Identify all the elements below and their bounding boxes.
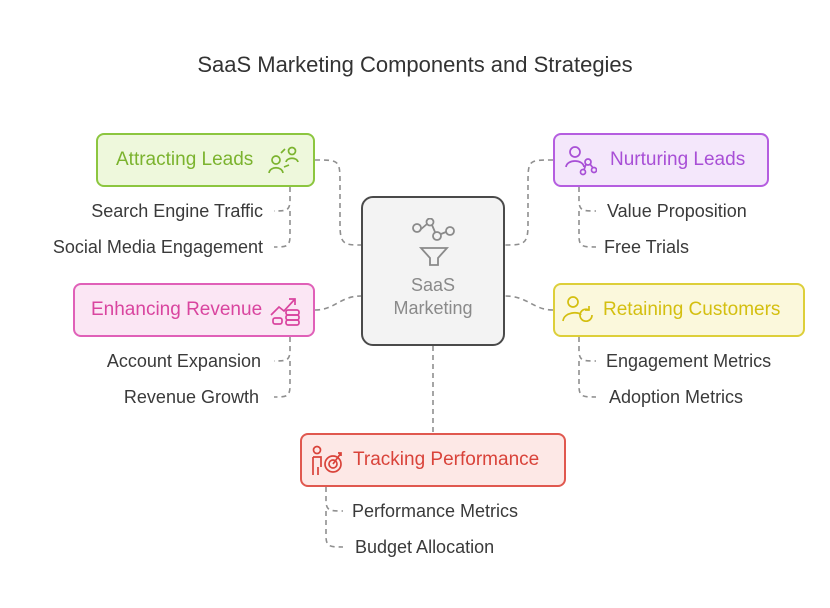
user-refresh-icon (562, 296, 593, 323)
retaining-customers-label: Retaining Customers (603, 299, 781, 320)
list-item: Revenue Growth (123, 387, 259, 407)
attracting-leads-box: Attracting Leads (96, 133, 315, 187)
growth-coins-icon (270, 298, 300, 326)
list-item: Search Engine Traffic (91, 201, 263, 221)
list-item: Free Trials (604, 237, 690, 257)
hub-label-line1: SaaS (410, 275, 456, 295)
retaining-customers-box: Retaining Customers (553, 283, 805, 337)
user-network-icon (565, 146, 597, 176)
saas-marketing-hub: SaaS Marketing (361, 196, 505, 346)
tracking-performance-box: Tracking Performance (300, 433, 566, 487)
people-connect-icon (268, 146, 299, 174)
attracting-leads-label: Attracting Leads (116, 149, 254, 170)
list-item: Engagement Metrics (606, 351, 772, 371)
diagram-title: SaaS Marketing Components and Strategies (197, 52, 633, 77)
enhancing-revenue-box: Enhancing Revenue (73, 283, 315, 337)
nurturing-leads-label: Nurturing Leads (610, 149, 746, 170)
target-person-icon (312, 445, 342, 475)
funnel-network-icon (412, 218, 455, 266)
list-item: Performance Metrics (352, 501, 519, 521)
hub-label-line2: Marketing (393, 298, 473, 318)
list-item: Account Expansion (106, 351, 261, 371)
list-item: Value Proposition (607, 201, 747, 221)
nurturing-leads-box: Nurturing Leads (553, 133, 769, 187)
list-item: Adoption Metrics (609, 387, 744, 407)
enhancing-revenue-label: Enhancing Revenue (91, 299, 263, 320)
list-item: Budget Allocation (355, 537, 495, 557)
tracking-performance-label: Tracking Performance (353, 449, 540, 470)
list-item: Social Media Engagement (52, 237, 263, 257)
